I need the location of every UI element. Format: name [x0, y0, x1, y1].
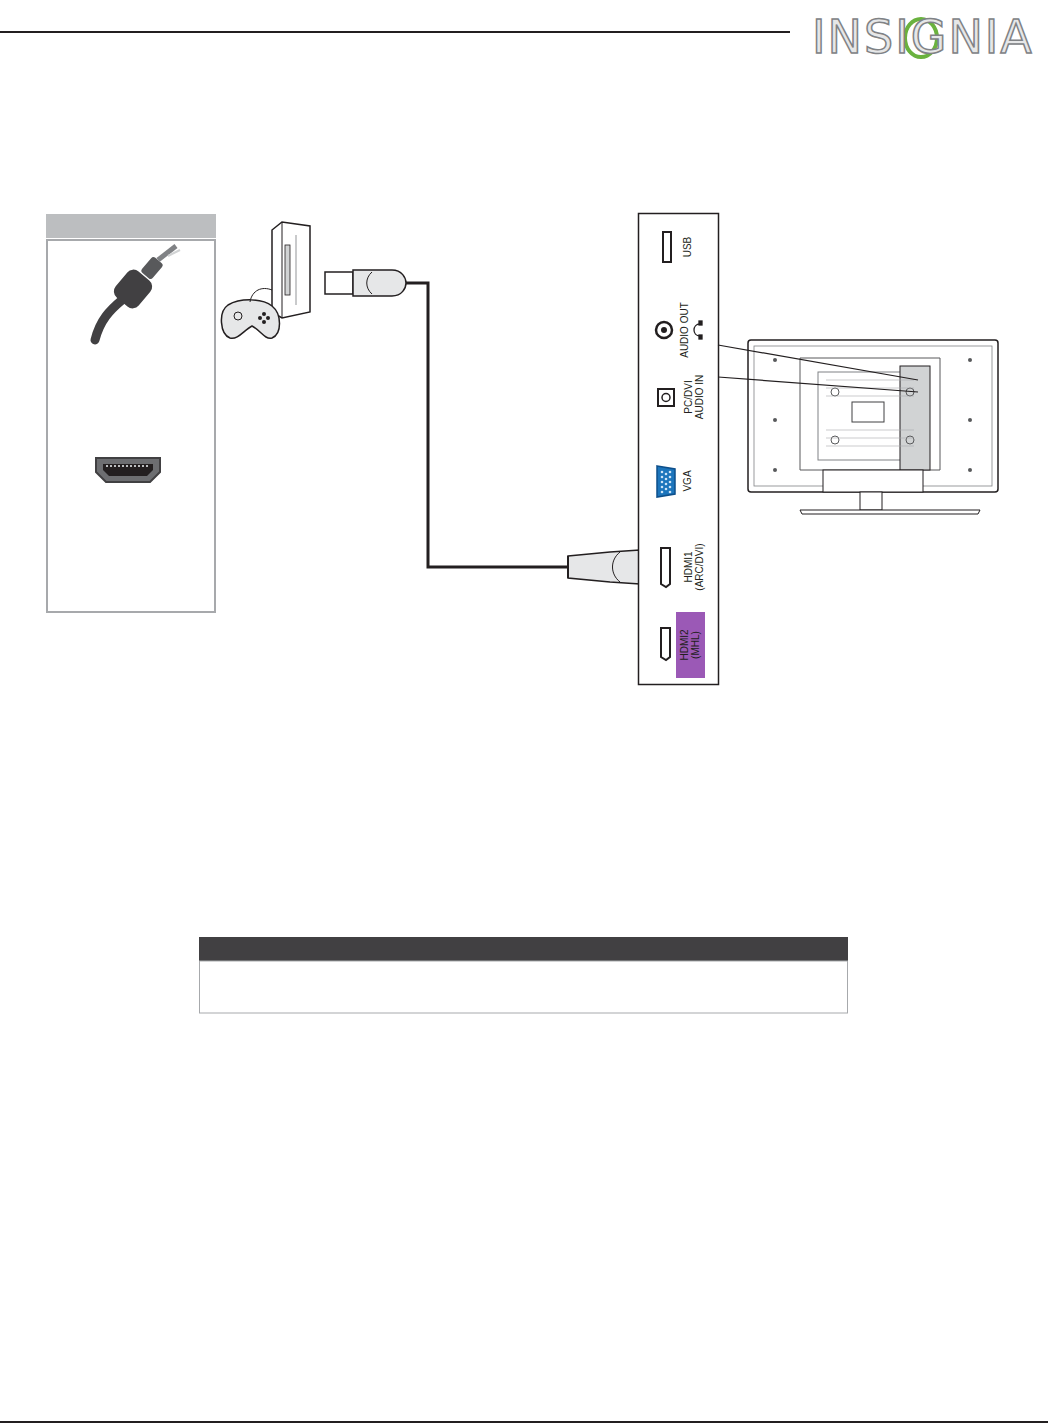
- hdmi2-port: [661, 628, 670, 660]
- brand-logo: INSIGNIA: [812, 10, 1034, 64]
- leader-line: [718, 345, 918, 380]
- legend-header: [46, 214, 216, 238]
- hdmi1-port: [661, 548, 670, 587]
- port-label: USB: [682, 217, 693, 277]
- note-header: [199, 937, 848, 961]
- header-rule: [0, 31, 790, 33]
- headphone-icon: [694, 321, 702, 339]
- hdmi-plug: [325, 270, 406, 296]
- footer-rule: [0, 1421, 1048, 1423]
- legend-box: [47, 240, 215, 612]
- vga-port: [657, 466, 675, 497]
- pc-audio-in-jack: [658, 389, 674, 406]
- note-box: [200, 961, 848, 1013]
- port-label: HDMI1 (ARC/DVI): [683, 539, 705, 595]
- mhl-highlight: [676, 612, 705, 678]
- audio-plug-icon: [95, 246, 180, 340]
- connector-panel: [639, 214, 719, 685]
- leader-line: [718, 377, 918, 392]
- hdmi-connector-icon: [96, 458, 160, 482]
- audio-out-jack: [656, 322, 672, 338]
- game-console: [272, 222, 310, 318]
- usb-port: [663, 232, 671, 262]
- game-controller: [221, 289, 279, 339]
- port-label: AUDIO OUT: [679, 295, 690, 365]
- hdmi-cable: [402, 283, 568, 567]
- port-label: HDMI2 (MHL): [679, 624, 701, 666]
- port-label: VGA: [682, 456, 693, 506]
- tv-back: [748, 340, 998, 514]
- port-label: PC/DVI AUDIO IN: [683, 371, 705, 423]
